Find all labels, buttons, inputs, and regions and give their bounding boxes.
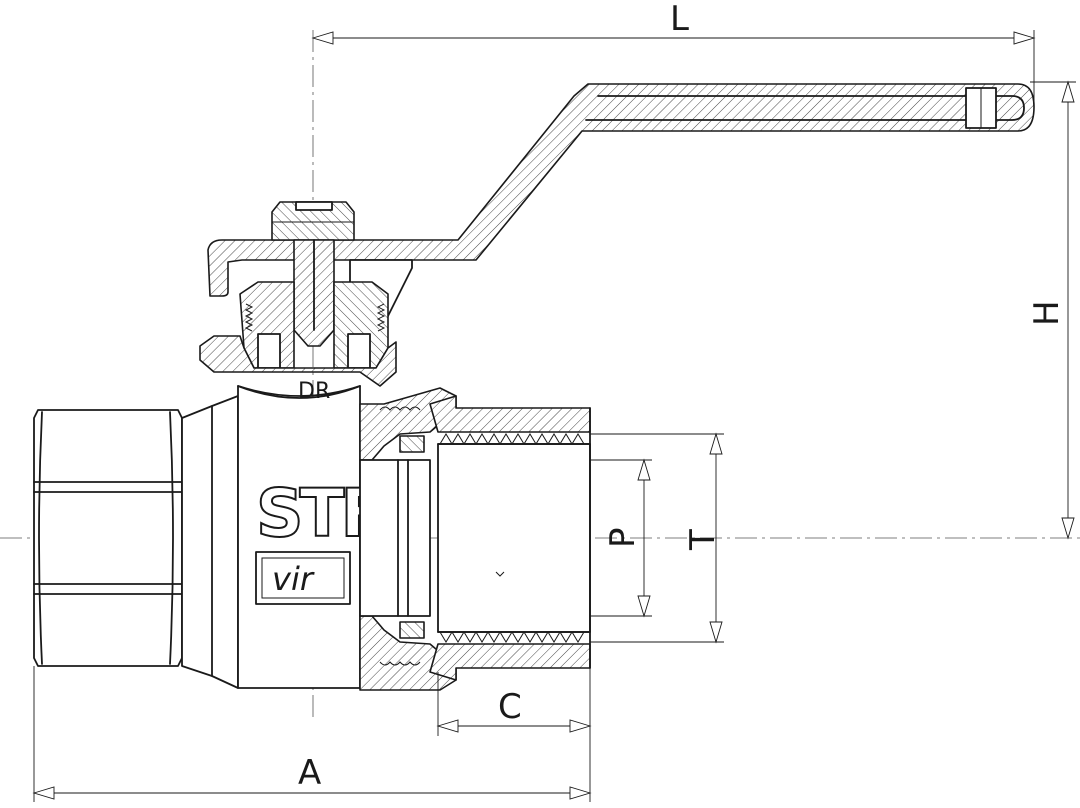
dim-C-arrow-left [436,719,459,733]
dimension-T: T [590,432,724,644]
dim-P-arrow-top [637,458,651,481]
dim-C-arrow-right [569,719,592,733]
bonnet-neck [199,335,397,387]
dimension-P: P [590,458,652,618]
lever-inner-slot [585,95,1025,121]
stem-top-slot [295,201,333,211]
threaded-end-upper [429,395,591,433]
dimensions: L H P T [32,0,1076,802]
hex-curve-right [169,411,174,665]
inner-bore [359,459,431,617]
dim-L-label: L [670,0,689,39]
dim-P-arrow-bottom [637,595,651,618]
seal-lower [399,621,425,639]
hex-curve-left [38,411,43,665]
dim-H-arrow-top [1061,80,1075,103]
lever-handle [207,83,1035,323]
dim-L-arrow-right [1013,31,1036,45]
stem-nut [271,201,355,241]
body-neck-left [181,395,239,689]
dim-A-arrow-left [32,786,55,800]
dim-T-arrow-top [709,432,723,455]
upper-threads [439,433,585,445]
dim-P-label: P [603,527,643,548]
lower-thread-marks [379,661,421,666]
left-gland-threads [244,303,254,332]
right-gland-threads [376,303,386,332]
dimension-L: L [311,0,1036,110]
lever-section [207,83,1035,297]
logo-vir-box-inner [261,557,345,599]
stem-assembly [199,201,397,387]
dimension-H: H [1027,80,1076,540]
right-oring [347,333,371,369]
center-tick [495,571,505,577]
dimension-C: C [436,672,592,736]
dim-T-label: T [683,529,723,551]
left-oring [257,333,281,369]
upper-thread-marks [379,406,421,411]
valve-body: DR STF vir [33,379,591,691]
body-top-arc [237,385,361,397]
stem-mark: DR [298,379,330,404]
lower-threads [439,631,585,643]
dim-A-label: A [298,753,321,793]
left-hex-end [33,409,183,667]
seal-upper [399,435,425,453]
dimension-A: A [32,666,592,802]
logo-vir: vir [272,560,315,598]
dim-C-label: C [498,687,522,727]
dim-H-arrow-bottom [1061,517,1075,540]
threaded-end-lower [429,643,591,681]
dim-H-label: H [1027,300,1067,326]
threaded-end-bore [437,443,591,633]
dim-L-arrow-left [311,31,334,45]
dim-T-arrow-bottom [709,621,723,644]
dim-A-arrow-right [569,786,592,800]
logo-vir-box [255,551,351,605]
